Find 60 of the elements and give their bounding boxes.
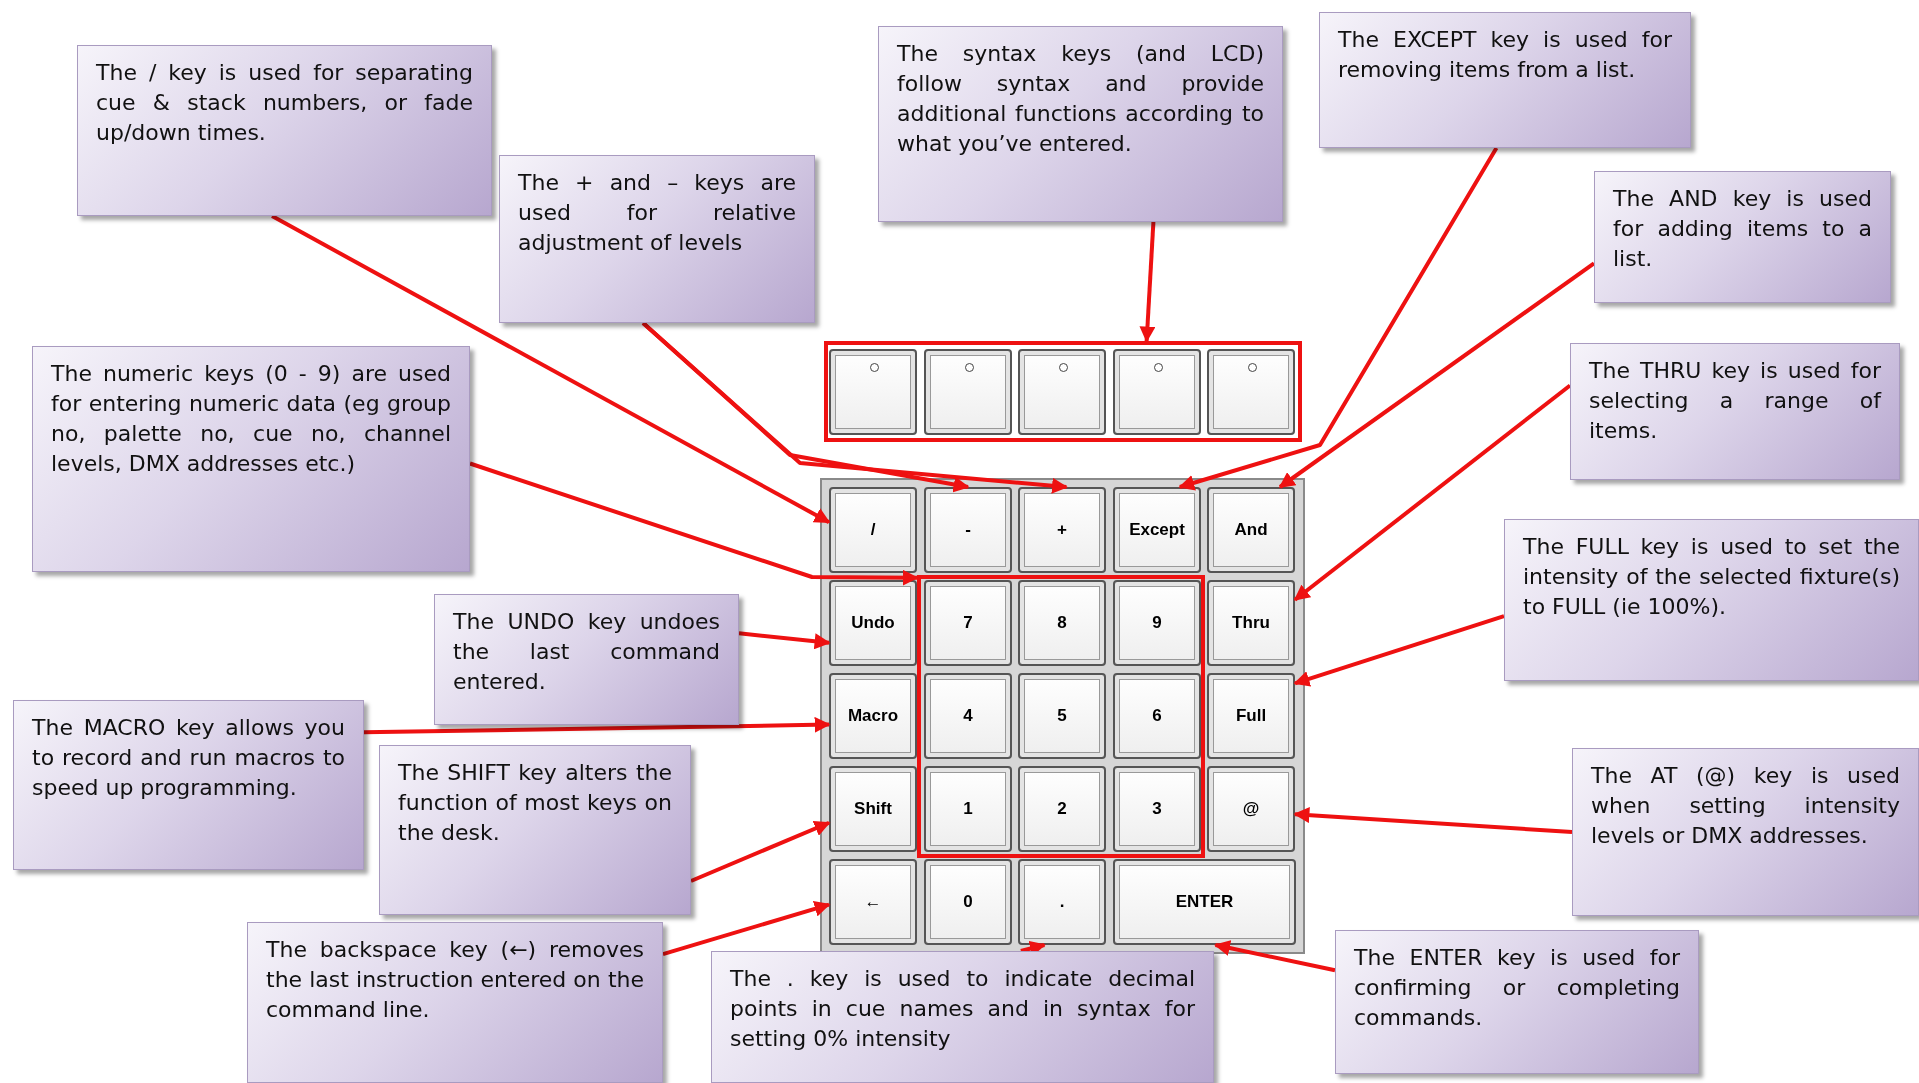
keypad-key: Except [1113, 487, 1201, 573]
keypad-key: 2 [1018, 766, 1106, 852]
keypad-key: - [924, 487, 1012, 573]
callout-box: The AT (@) key is used when setting intensity levels or DMX addresses. [1572, 748, 1919, 916]
keypad-key: Macro [829, 673, 917, 759]
arrow [1293, 807, 1573, 834]
arrow [1293, 383, 1572, 602]
keypad-key: 5 [1018, 673, 1106, 759]
arrow [1139, 221, 1156, 343]
keypad-key [924, 349, 1012, 435]
arrow [363, 716, 831, 735]
keypad-key: 3 [1113, 766, 1201, 852]
callout-box: The MACRO key allows you to record and run macros to speed up programming. [13, 700, 364, 870]
keypad-key [1113, 349, 1201, 435]
callout-box: The . key is used to indicate decimal points in cue names and in syntax for setting 0% intensity [711, 951, 1214, 1083]
keypad-key: + [1018, 487, 1106, 573]
callout-box: The backspace key (←) removes the last instruction entered on the command line. [247, 922, 663, 1083]
keypad-key: Full [1207, 673, 1295, 759]
arrow [1293, 614, 1505, 687]
keypad-key: 0 [924, 859, 1012, 945]
callout-box: The AND key is used for adding items to a list. [1594, 171, 1891, 303]
callout-box: The THRU key is used for selecting a range of items. [1570, 343, 1900, 480]
keypad-key: 8 [1018, 580, 1106, 666]
arrow [662, 901, 831, 957]
keypad-key: 4 [924, 673, 1012, 759]
keypad-key: 1 [924, 766, 1012, 852]
callout-box: The numeric keys (0 - 9) are used for entering numeric data (eg group no, palette no, cue no, channel levels, DMX addresses etc.) [32, 346, 470, 572]
keypad-key: Undo [829, 580, 917, 666]
callout-box: The / key is used for separating cue & stack numbers, or fade up/down times. [77, 45, 492, 216]
keypad-key: Shift [829, 766, 917, 852]
keypad-key [829, 349, 917, 435]
arrow [641, 321, 1068, 494]
keypad-key: Thru [1207, 580, 1295, 666]
callout-box: The SHIFT key alters the function of most keys on the desk. [379, 745, 691, 915]
callout-box: The + and – keys are used for relative adjustment of levels [499, 155, 815, 323]
highlight-frame [824, 341, 1302, 442]
keypad-key: / [829, 487, 917, 573]
arrow [1278, 261, 1596, 489]
arrow [1178, 146, 1499, 491]
keypad-key: And [1207, 487, 1295, 573]
keypad-key: ← [829, 859, 917, 945]
arrow [690, 820, 831, 883]
arrow [1213, 940, 1336, 973]
keypad-key: 7 [924, 580, 1012, 666]
callout-box: The FULL key is used to set the intensity of the selected fixture(s) to FULL (ie 100%). [1504, 519, 1919, 681]
keypad-key: 9 [1113, 580, 1201, 666]
highlight-frame [917, 575, 1205, 858]
callout-box: The syntax keys (and LCD) follow syntax and provide additional functions according to what you’ve entered. [878, 26, 1283, 222]
keypad-key [1018, 349, 1106, 435]
keypad-key: ENTER [1113, 859, 1296, 945]
keypad-key [1207, 349, 1295, 435]
arrow [271, 214, 831, 524]
arrow [738, 631, 831, 650]
callout-box: The EXCEPT key is used for removing items from a list. [1319, 12, 1691, 148]
keypad-key: . [1018, 859, 1106, 945]
keypad-key: @ [1207, 766, 1295, 852]
callout-box: The ENTER key is used for confirming or completing commands. [1335, 930, 1699, 1074]
callout-box: The UNDO key undoes the last command entered. [434, 594, 739, 725]
arrow [469, 461, 919, 586]
keypad-key: 6 [1113, 673, 1201, 759]
